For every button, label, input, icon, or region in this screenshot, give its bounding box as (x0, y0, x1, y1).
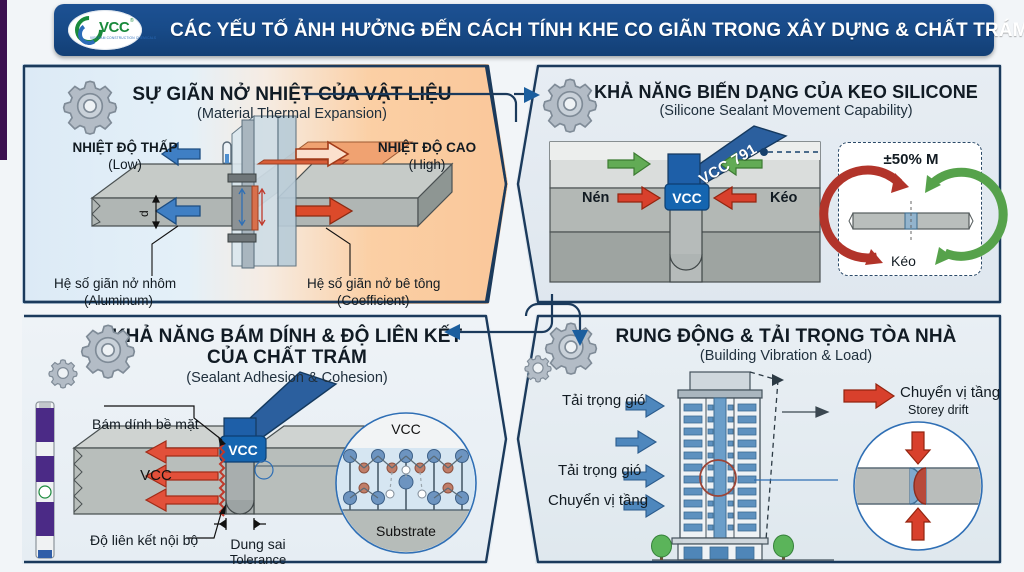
connector-arrow-panel2-to-panel4 (524, 302, 588, 346)
connector-arrow-panel1-to-panel2 (304, 87, 540, 122)
label-low-temp-en: (Low) (108, 157, 142, 172)
joint-tag-vcc-label: VCC (228, 442, 258, 458)
page-title: CÁC YẾU TỐ ẢNH HƯỞNG ĐẾN CÁCH TÍNH KHE C… (170, 18, 1024, 41)
gear-icon (80, 322, 136, 379)
sealant-cartridge-icon (35, 401, 55, 559)
label-aluminum-coefficient-vn: Hệ số giãn nở nhôm (54, 276, 177, 291)
panel-building-vibration-load: RUNG ĐỘNG & TẢI TRỌNG TÒA NHÀ (Building … (516, 314, 1002, 564)
label-aluminum-coefficient-en: (Aluminum) (84, 293, 154, 308)
label-storey-drift-left: Chuyển vị tầng (548, 492, 649, 509)
adhesion-cohesion-illustration: VCC VCC (72, 371, 365, 539)
panel-3-title-vn-line2: CỦA CHẤT TRÁM (207, 347, 367, 369)
joint-tag-vcc-label: VCC (672, 190, 702, 206)
label-wind-load-2: Tải trọng gió (558, 462, 642, 479)
label-storey-drift-en: Storey drift (908, 403, 969, 417)
gear-small-icon (524, 354, 552, 383)
label-inset-tension: Kéo (891, 253, 916, 269)
label-movement-rating: ±50% M (883, 151, 939, 168)
label-high-temp-vn: NHIỆT ĐỘ CAO (377, 140, 477, 155)
logo-trademark: ® (130, 18, 134, 24)
panel-2-title-vn: KHẢ NĂNG BIẾN DẠNG CỦA KEO SILICONE (594, 82, 978, 102)
gear-icon (62, 78, 118, 135)
left-edge-strip (0, 0, 7, 160)
logo-wordmark: VCC (99, 19, 130, 36)
label-sealant-name: VCC (140, 467, 172, 484)
label-tolerance-en: Tolerance (229, 552, 287, 567)
label-low-temp-vn: NHIỆT ĐỘ THẤP (72, 140, 178, 155)
panel-2-title-en: (Silicone Sealant Movement Capability) (659, 103, 913, 120)
sealant-joint-illustration: VCC (549, 125, 821, 283)
label-wind-load-1: Tải trọng gió (562, 392, 646, 409)
label-concrete-coefficient-vn: Hệ số giãn nở bê tông (307, 276, 441, 291)
label-surface-adhesion: Bám dính bề mặt (92, 416, 199, 432)
panel-3-title-en: (Sealant Adhesion & Cohesion) (186, 369, 388, 386)
label-high-temp-en: (High) (408, 157, 446, 172)
panel-4-title: RUNG ĐỘNG & TẢI TRỌNG TÒA NHÀ (Building … (586, 326, 986, 366)
gear-small-icon (48, 358, 78, 389)
storey-drift-arrow-icon (843, 382, 896, 410)
label-inset-top: VCC (391, 421, 421, 437)
panel-2-title: KHẢ NĂNG BIẾN DẠNG CỦA KEO SILICONE (Sil… (582, 82, 990, 121)
label-compression: Nén (582, 190, 610, 206)
vcc-logo: VCC ® VIETNAM CONSTRUCTION CHEMICALS (68, 10, 156, 50)
panel-silicone-sealant-movement: KHẢ NĂNG BIẾN DẠNG CỦA KEO SILICONE (Sil… (516, 64, 1008, 304)
thermal-expansion-illustration: d (90, 114, 454, 276)
panel-3-title: KHẢ NĂNG BÁM DÍNH & ĐỘ LIÊN KẾT CỦA CHẤT… (92, 326, 482, 387)
label-cohesion: Độ liên kết nội bộ (90, 532, 199, 548)
gear-icon (542, 76, 598, 133)
movement-capability-inset: ±50% M Kéo (819, 142, 1008, 276)
dimension-label-d: d (137, 210, 151, 217)
panel-4-title-vn: RUNG ĐỘNG & TẢI TRỌNG TÒA NHÀ (615, 326, 957, 347)
header-banner: VCC ® VIETNAM CONSTRUCTION CHEMICALS CÁC… (54, 4, 1024, 56)
logo-tagline: VIETNAM CONSTRUCTION CHEMICALS (90, 36, 157, 40)
building-illustration (615, 371, 838, 561)
panel-sealant-adhesion-cohesion: KHẢ NĂNG BÁM DÍNH & ĐỘ LIÊN KẾT CỦA CHẤT… (22, 314, 508, 567)
label-tension: Kéo (770, 190, 798, 206)
label-concrete-coefficient-en: (Coefficient) (337, 293, 410, 308)
label-inset-bottom: Substrate (376, 523, 436, 539)
panel-4-title-en: (Building Vibration & Load) (699, 348, 873, 365)
molecular-bonding-inset: VCC Substrate (335, 412, 477, 554)
label-tolerance-vn: Dung sai (230, 536, 286, 552)
joint-compression-inset (853, 421, 983, 551)
panel-3-title-vn-line1: KHẢ NĂNG BÁM DÍNH & ĐỘ LIÊN KẾT (111, 326, 463, 347)
label-storey-drift-vn: Chuyển vị tầng (900, 384, 1001, 401)
panel-material-thermal-expansion: SỰ GIÃN NỞ NHIỆT CỦA VẬT LIỆU (Material … (22, 64, 508, 308)
